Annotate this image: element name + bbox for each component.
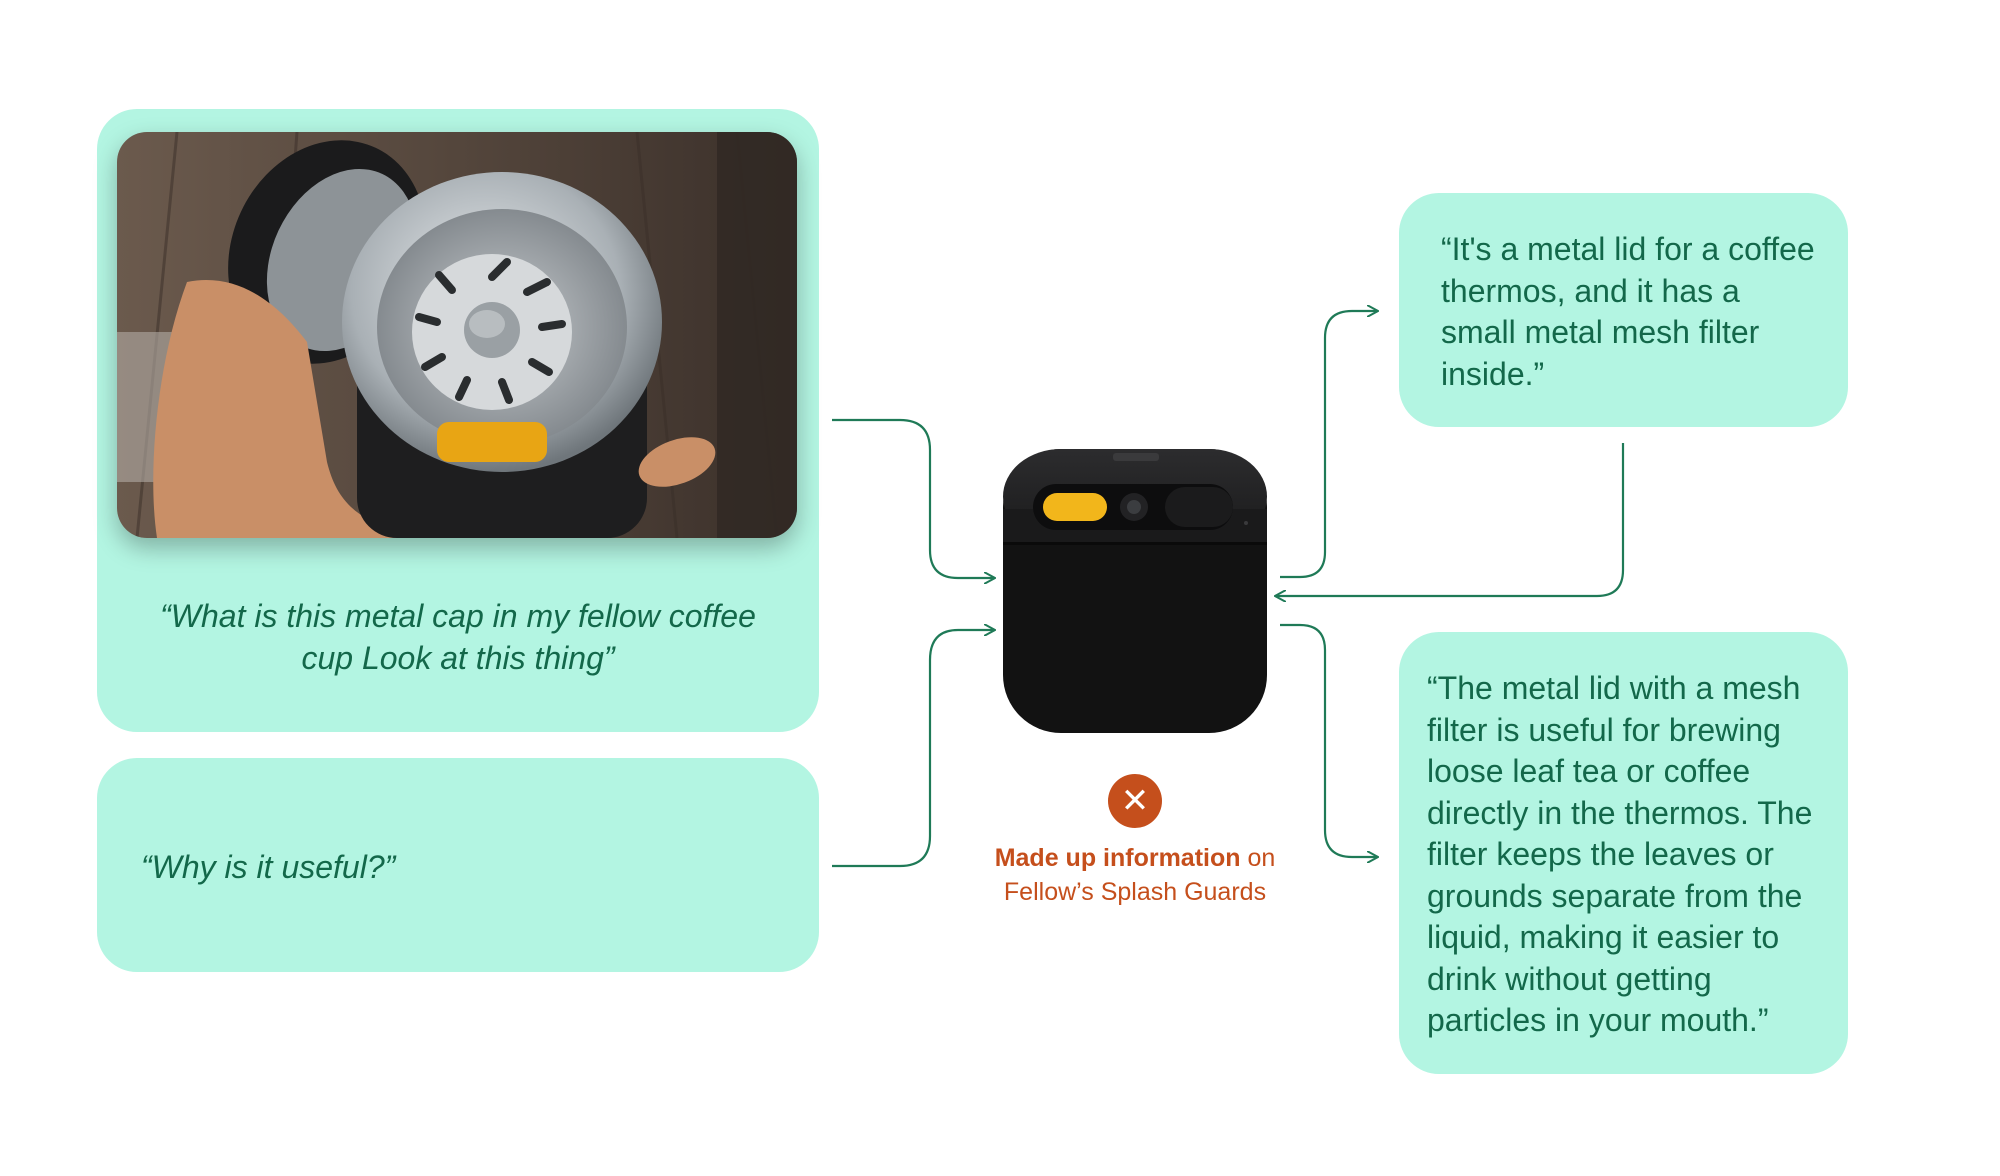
error-note-line-2: Fellow’s Splash Guards [1003, 878, 1267, 906]
arrow-query2-to-device [832, 630, 995, 868]
arrow-query1-to-device [832, 418, 995, 578]
error-note-line-1: Made up information on [960, 841, 1310, 875]
query-card-2: “Why is it useful?” [97, 758, 819, 972]
indicator-light-icon [1043, 493, 1107, 521]
error-highlight: Made up information [994, 844, 1241, 872]
answer-text-2: “The metal lid with a mesh filter is use… [1427, 670, 1813, 1038]
ai-pin-device [1003, 449, 1267, 733]
arrow-device-to-answer1 [1280, 311, 1378, 579]
arrow-answer1-to-device [1275, 443, 1625, 596]
answer-card-1: “It's a metal lid for a coffee thermos, … [1399, 193, 1848, 427]
thermos-photo [117, 132, 797, 538]
x-mark-icon: ✕ [1108, 774, 1162, 828]
error-rest: on [1240, 844, 1276, 872]
query-card-1: “What is this metal cap in my fellow cof… [97, 109, 819, 732]
query-text-2: “Why is it useful?” [141, 849, 396, 885]
answer-text-1: “It's a metal lid for a coffee thermos, … [1441, 231, 1815, 392]
arrow-device-to-answer2 [1280, 623, 1378, 857]
query-text-1: “What is this metal cap in my fellow cof… [160, 598, 756, 676]
answer-card-2: “The metal lid with a mesh filter is use… [1399, 632, 1848, 1074]
